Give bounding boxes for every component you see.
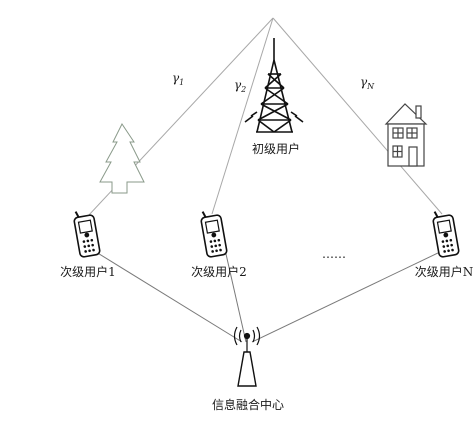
fusion-links bbox=[95, 251, 441, 343]
fusion-center-antenna-icon bbox=[233, 326, 261, 352]
mobile-phone-icon bbox=[71, 207, 102, 259]
gain-label-n: γN bbox=[360, 75, 375, 91]
gain-label-1: γ1 bbox=[172, 71, 184, 87]
mobile-phone-icon bbox=[430, 207, 461, 259]
gain-label-2: γ2 bbox=[234, 78, 246, 94]
secondary-user-n-label: 次级用户N bbox=[415, 264, 474, 279]
link-apex-to-userN bbox=[272, 17, 443, 215]
mobile-phone-icon bbox=[198, 207, 229, 259]
tree-icon bbox=[99, 123, 145, 194]
link-user1-to-fusion bbox=[95, 251, 243, 343]
secondary-user-2-label: 次级用户2 bbox=[191, 264, 247, 279]
house-icon bbox=[384, 103, 428, 167]
link-apex-to-user2 bbox=[211, 17, 274, 215]
link-user2-to-fusion bbox=[225, 253, 247, 343]
secondary-user-1-label: 次级用户1 bbox=[60, 264, 116, 279]
primary-user-label: 初级用户 bbox=[252, 141, 300, 156]
fusion-center-label: 信息融合中心 bbox=[212, 397, 284, 412]
link-userN-to-fusion bbox=[251, 251, 441, 343]
transmission-tower-icon bbox=[244, 38, 304, 133]
fusion-center-base-icon bbox=[237, 351, 257, 387]
ellipsis: …… bbox=[322, 247, 346, 261]
